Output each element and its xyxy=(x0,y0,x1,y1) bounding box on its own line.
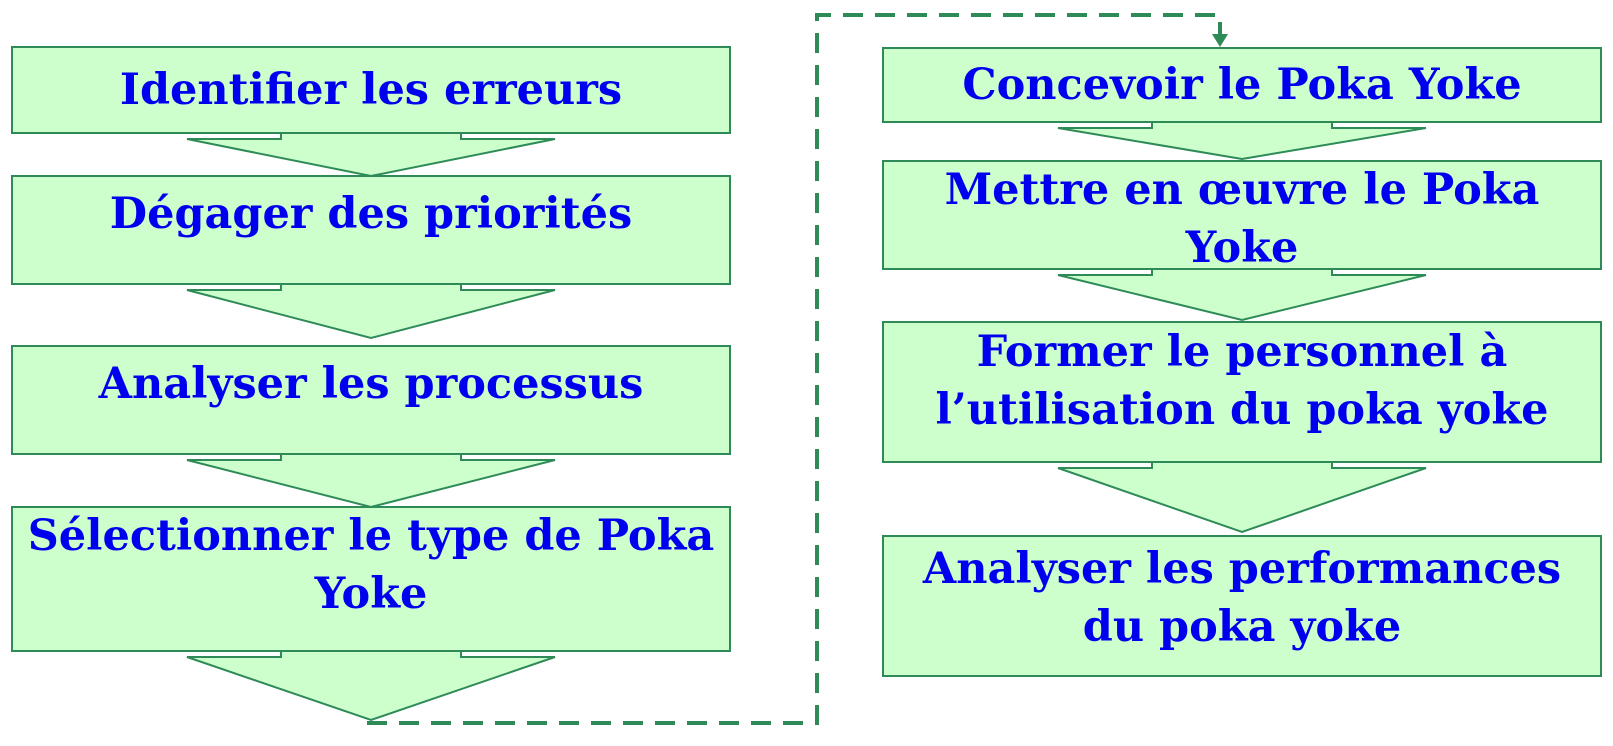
left-down-arrow-4 xyxy=(186,650,556,722)
step-set-priorities: Dégager des priorités xyxy=(109,189,633,239)
step-design-poka-yoke: Concevoir le Poka Yoke xyxy=(962,60,1522,110)
right-down-arrow-3 xyxy=(1057,461,1427,534)
left-step-box-3 xyxy=(11,345,731,455)
right-step-box-1 xyxy=(882,47,1602,123)
step-analyze-performance: Analyser les performances du poka yoke xyxy=(922,544,1562,652)
left-step-box-4 xyxy=(11,506,731,652)
right-step-box-3 xyxy=(882,321,1602,463)
left-down-arrow-1 xyxy=(186,132,556,178)
connector-arrowhead xyxy=(1212,34,1228,47)
right-step-box-2 xyxy=(882,160,1602,270)
left-step-box-1 xyxy=(11,46,731,134)
step-select-poka-yoke-type: Sélectionner le type de Poka Yoke xyxy=(27,511,715,619)
left-down-arrow-3 xyxy=(186,453,556,509)
step-identify-errors: Identifier les erreurs xyxy=(119,65,623,115)
step-train-staff: Former le personnel à l’utilisation du p… xyxy=(935,327,1549,435)
right-down-arrow-1 xyxy=(1057,121,1427,161)
left-down-arrow-2 xyxy=(186,283,556,340)
left-step-box-2 xyxy=(11,175,731,285)
dashed-connector-line xyxy=(367,13,1222,725)
step-analyze-processes: Analyser les processus xyxy=(98,359,644,409)
step-implement-poka-yoke: Mettre en œuvre le Poka Yoke xyxy=(944,165,1540,273)
right-step-box-4 xyxy=(882,535,1602,677)
